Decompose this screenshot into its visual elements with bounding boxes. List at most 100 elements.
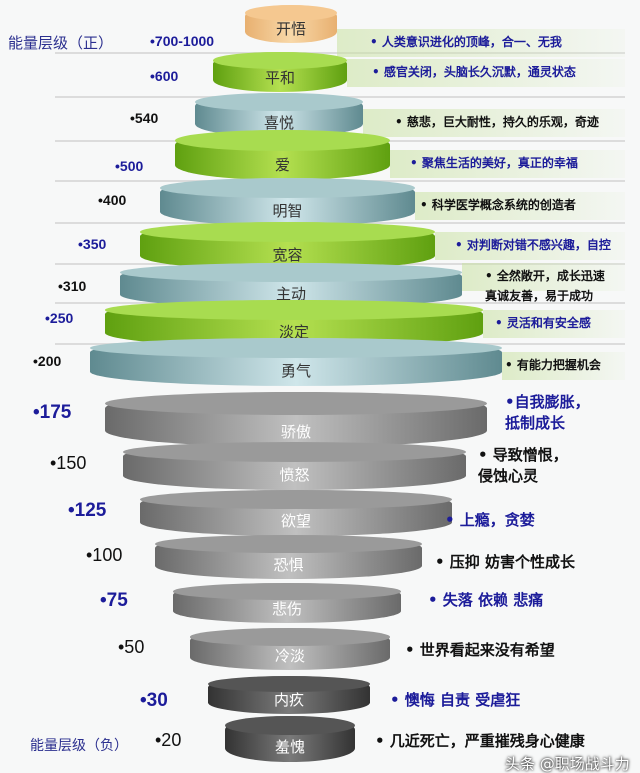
watermark: 头条 @职场战斗力 bbox=[505, 755, 630, 773]
description-line: • 有能力把握机会 bbox=[505, 358, 601, 372]
disc-top bbox=[90, 338, 502, 359]
description-line: • 感官关闭，头脑长久沉默，通灵状态 bbox=[372, 65, 576, 79]
level-description: • 全然敞开，成长迅速真诚友善，易于成功 bbox=[485, 266, 605, 306]
level-name: 骄傲 bbox=[280, 422, 311, 441]
level-description: • 慈悲，巨大耐性，持久的乐观，奇迹 bbox=[395, 112, 599, 132]
level-value: •500 bbox=[115, 158, 144, 174]
description-line: • 对判断对错不感兴趣，自控 bbox=[455, 238, 611, 252]
level-disc: 明智 bbox=[160, 178, 415, 226]
description-band bbox=[502, 352, 625, 380]
description-line: • 科学医学概念系统的创造者 bbox=[420, 198, 576, 212]
level-name: 喜悦 bbox=[263, 113, 294, 132]
disc-top bbox=[173, 583, 401, 600]
disc-body: 愤怒 bbox=[123, 442, 466, 490]
description-line: • 聚焦生活的美好，真正的幸福 bbox=[410, 156, 578, 170]
disc-top bbox=[140, 490, 452, 510]
description-band bbox=[415, 192, 625, 220]
description-band bbox=[390, 150, 625, 178]
description-line: • 世界看起来没有希望 bbox=[405, 641, 555, 659]
disc-body: 骄傲 bbox=[105, 392, 487, 447]
level-disc: 爱 bbox=[175, 130, 390, 180]
level-description: • 聚焦生活的美好，真正的幸福 bbox=[410, 153, 578, 173]
level-disc: 勇气 bbox=[90, 338, 502, 386]
level-name: 宽容 bbox=[272, 246, 303, 265]
description-band bbox=[435, 232, 625, 260]
level-value: •350 bbox=[78, 236, 107, 252]
disc-body: 明智 bbox=[160, 178, 415, 226]
level-description: • 感官关闭，头脑长久沉默，通灵状态 bbox=[372, 62, 576, 82]
level-disc: 恐惧 bbox=[155, 535, 422, 579]
level-value: •600 bbox=[150, 68, 179, 84]
level-disc: 欲望 bbox=[140, 490, 452, 536]
level-name: 悲伤 bbox=[271, 600, 302, 618]
level-value: •20 bbox=[155, 730, 182, 750]
description-line: • 灵活和有安全感 bbox=[495, 316, 591, 330]
level-name: 开悟 bbox=[275, 20, 306, 39]
description-line: 抵制成长 bbox=[505, 414, 566, 432]
level-name: 主动 bbox=[275, 284, 306, 303]
disc-body: 欲望 bbox=[140, 490, 452, 536]
level-description: • 世界看起来没有希望 bbox=[405, 640, 555, 661]
disc-body: 平和 bbox=[213, 52, 347, 92]
level-disc: 内疚 bbox=[208, 676, 370, 714]
description-line: 侵蚀心灵 bbox=[478, 467, 539, 485]
level-description: • 导致憎恨， 侵蚀心灵 bbox=[478, 445, 568, 487]
level-disc: 喜悦 bbox=[195, 93, 363, 137]
description-band bbox=[337, 29, 625, 57]
disc-body: 开悟 bbox=[245, 5, 337, 43]
description-band bbox=[483, 310, 625, 338]
level-description: • 有能力把握机会 bbox=[505, 355, 601, 375]
disc-top bbox=[225, 716, 355, 736]
level-name: 内疚 bbox=[273, 691, 304, 710]
level-disc: 冷淡 bbox=[190, 628, 390, 670]
level-value: •540 bbox=[130, 110, 159, 126]
level-name: 愤怒 bbox=[279, 466, 310, 485]
level-name: 平和 bbox=[264, 69, 295, 87]
level-value: •400 bbox=[98, 192, 127, 208]
level-description: • 压抑 妨害个性成长 bbox=[435, 552, 575, 573]
description-line: • 导致憎恨， bbox=[478, 446, 568, 464]
level-value: •250 bbox=[45, 310, 74, 326]
level-disc: 羞愧 bbox=[225, 716, 355, 762]
level-disc: 平和 bbox=[213, 52, 347, 92]
level-value: •50 bbox=[118, 637, 145, 657]
description-band bbox=[363, 109, 625, 137]
level-description: • 对判断对错不感兴趣，自控 bbox=[455, 235, 611, 255]
level-value: •310 bbox=[58, 278, 87, 294]
disc-top bbox=[160, 178, 415, 199]
level-value: •30 bbox=[140, 690, 168, 711]
level-disc: 愤怒 bbox=[123, 442, 466, 490]
level-name: 欲望 bbox=[280, 512, 311, 531]
description-band bbox=[347, 59, 625, 87]
level-disc: 骄傲 bbox=[105, 392, 487, 447]
level-description: • 懊悔 自责 受虐狂 bbox=[390, 690, 520, 711]
description-line: •自我膨胀， bbox=[505, 393, 590, 411]
description-line: • 失落 依赖 悲痛 bbox=[428, 591, 544, 609]
level-value: •75 bbox=[100, 590, 128, 611]
disc-top bbox=[120, 263, 462, 282]
level-disc: 悲伤 bbox=[173, 583, 401, 623]
description-band bbox=[462, 263, 625, 291]
level-description: • 上瘾，贪婪 bbox=[445, 510, 535, 531]
disc-top bbox=[213, 52, 347, 69]
description-line: • 几近死亡，严重摧残身心健康 bbox=[375, 732, 585, 750]
level-description: • 灵活和有安全感 bbox=[495, 313, 591, 333]
disc-body: 冷淡 bbox=[190, 628, 390, 670]
level-description: • 几近死亡，严重摧残身心健康 bbox=[375, 731, 585, 752]
level-disc: 开悟 bbox=[245, 5, 337, 43]
level-value: •100 bbox=[86, 545, 123, 565]
level-name: 爱 bbox=[274, 156, 290, 174]
positive-levels-label: 能量层级（正） bbox=[8, 34, 114, 52]
level-description: • 人类意识进化的顶峰，合一、无我 bbox=[370, 32, 562, 52]
disc-top bbox=[105, 300, 483, 320]
disc-top bbox=[140, 222, 435, 243]
disc-body: 内疚 bbox=[208, 676, 370, 714]
disc-body: 宽容 bbox=[140, 222, 435, 270]
level-name: 淡定 bbox=[278, 323, 309, 342]
level-value: •150 bbox=[50, 453, 87, 473]
description-line: • 人类意识进化的顶峰，合一、无我 bbox=[370, 35, 562, 49]
disc-body: 悲伤 bbox=[173, 583, 401, 623]
disc-top bbox=[175, 130, 390, 151]
description-line: • 慈悲，巨大耐性，持久的乐观，奇迹 bbox=[395, 115, 599, 129]
